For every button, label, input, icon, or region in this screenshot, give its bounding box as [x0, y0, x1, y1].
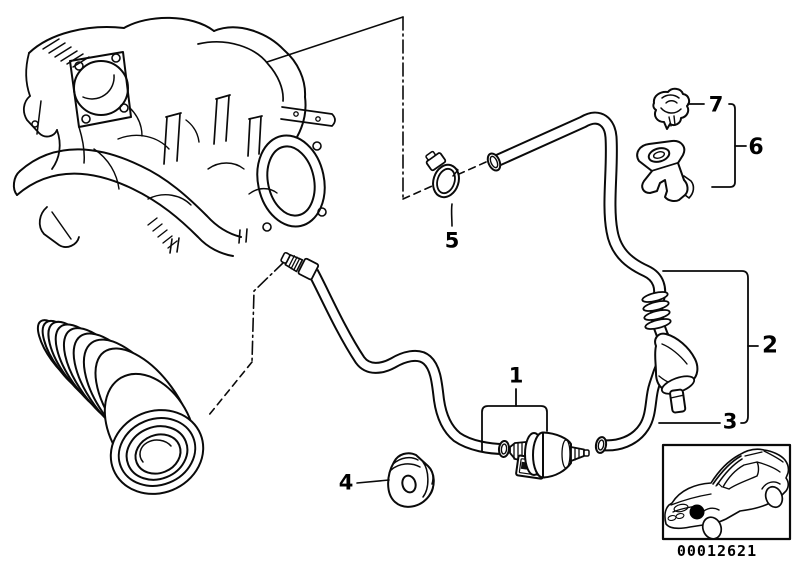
car-thumbnail-box: [661, 443, 792, 541]
car-silhouette-icon: [664, 448, 790, 540]
rubber-holder-drawing: [387, 452, 435, 508]
hose-end-fitting-drawing: [654, 332, 699, 414]
alignment-leader-lines: [208, 16, 487, 416]
vacuum-hose-upper-drawing: [486, 111, 674, 350]
callout-label-7: 7: [708, 92, 724, 117]
diagram-image-number: 00012621: [676, 542, 758, 560]
callout-label-2: 2: [761, 332, 779, 359]
callout-label-3: 3: [722, 409, 738, 434]
callout-label-1: 1: [508, 363, 524, 388]
vacuum-control-valve-drawing: [509, 431, 590, 480]
vacuum-hose-short-drawing: [594, 358, 669, 454]
intake-manifold-drawing: [12, 16, 336, 257]
callout-label-6: 6: [748, 135, 764, 160]
vacuum-pipe-lower-drawing: [280, 251, 511, 458]
part-location-dot: [689, 504, 705, 520]
callout-label-5: 5: [444, 228, 460, 253]
callout-label-4: 4: [338, 470, 354, 495]
threaded-nipple-drawing: [280, 251, 320, 281]
air-duct-bellows-drawing: [36, 319, 205, 495]
callout-leader-lines: [356, 103, 759, 484]
retaining-clip-drawing: [652, 87, 691, 130]
hose-clamp-drawing: [425, 150, 460, 199]
mounting-bracket-drawing: [636, 139, 695, 202]
